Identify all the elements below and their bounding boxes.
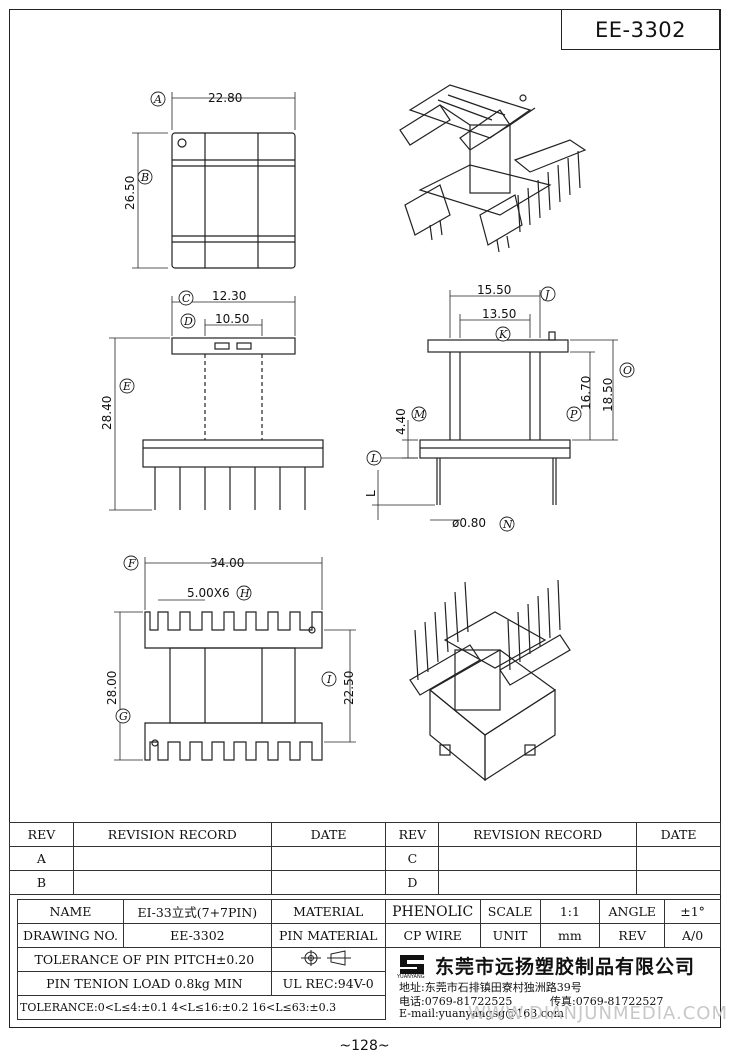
rev-row-date (636, 870, 721, 895)
top-view (132, 92, 296, 269)
rev-row-label: B (9, 870, 74, 895)
sheet-frame (9, 9, 721, 1028)
rev-row-record (438, 870, 638, 895)
projection-symbol-icon (301, 950, 352, 966)
unit-label: UNIT (479, 923, 541, 948)
material-label: MATERIAL (270, 899, 386, 924)
rev-date-header-2: DATE (636, 822, 721, 847)
dim-J-value: 15.50 (477, 283, 511, 297)
company-logo: YUANYANG (397, 952, 427, 980)
company-name: 东莞市远扬塑胶制品有限公司 (435, 956, 696, 978)
company-phone: 电话:0769-81722525 (399, 995, 513, 1008)
rev-header-2: REV (385, 822, 440, 847)
dim-E-value: 28.40 (100, 396, 114, 430)
revision-table: REV REVISION RECORD DATE REV REVISION RE… (9, 822, 721, 895)
callout-K: K (498, 328, 508, 341)
ul-rating: UL REC:94V-0 (270, 971, 386, 996)
rev-row-label: C (385, 846, 440, 871)
company-logo-text: YUANYANG (397, 974, 425, 980)
dim-N-value: ø0.80 (452, 516, 486, 530)
rev-row-label: D (385, 870, 440, 895)
callout-E: E (122, 380, 131, 393)
callout-G: G (119, 710, 128, 723)
callout-N: N (502, 518, 513, 531)
dim-C-value: 12.30 (212, 289, 246, 303)
company-address: 地址:东莞市石排镇田寮村独洲路39号 (399, 981, 582, 994)
scale-value: 1:1 (539, 899, 601, 924)
rev-row-label: A (9, 846, 74, 871)
rev-date-header: DATE (270, 822, 387, 847)
unit-value: mm (539, 923, 601, 948)
dim-K-value: 13.50 (482, 307, 516, 321)
callout-O: O (623, 364, 632, 377)
rev-row-record (72, 846, 272, 871)
bottom-view (114, 557, 356, 761)
page-number: ~128~ (339, 1038, 390, 1054)
iso-view-bottom (409, 579, 571, 782)
company-email: E-mail:yuanyangsg@163.com (399, 1007, 564, 1020)
title-block-table: NAME EI-33立式(7+7PIN) MATERIAL PHENOLIC S… (17, 899, 721, 1020)
dim-H-value: 5.00X6 (187, 586, 230, 600)
callout-M: M (413, 408, 426, 421)
front-view (109, 296, 324, 511)
pin-tension-load: PIN TENION LOAD 0.8kg MIN (17, 971, 272, 996)
rev-header: REV (9, 822, 74, 847)
callout-J: J (543, 288, 550, 301)
rev-record-header: REVISION RECORD (72, 822, 272, 847)
name-label: NAME (17, 899, 124, 924)
angle-label: ANGLE (599, 899, 666, 924)
dim-I-value: 22.50 (342, 671, 356, 705)
dim-B-value: 26.50 (123, 176, 137, 210)
material-value: PHENOLIC (384, 899, 481, 924)
rev-row-date (636, 846, 721, 871)
pin-material-label: PIN MATERIAL (270, 923, 386, 948)
dim-A-value: 22.80 (208, 91, 242, 105)
rev-row-date (270, 846, 387, 871)
callout-A: A (153, 93, 162, 106)
name-value: EI-33立式(7+7PIN) (122, 899, 272, 924)
dim-M-value: 4.40 (394, 408, 408, 435)
pin-pitch-tolerance: TOLERANCE OF PIN PITCH±0.20 (17, 947, 272, 972)
technical-drawing: 22.80 26.50 12.30 10.50 28.40 15.50 13.5… (100, 84, 635, 782)
callout-H: H (239, 587, 250, 600)
company-logo-icon (400, 955, 424, 974)
callout-B: B (140, 171, 149, 184)
dim-G-value: 28.00 (105, 671, 119, 705)
rev-value: A/0 (664, 923, 721, 948)
callout-C: C (182, 292, 191, 305)
side-view (372, 290, 618, 521)
callout-F: F (127, 557, 136, 570)
company-fax: 传真:0769-81722527 (550, 995, 664, 1008)
callout-D: D (183, 315, 193, 328)
angle-value: ±1° (664, 899, 721, 924)
iso-view-top (399, 84, 587, 253)
rev-row-date (270, 870, 387, 895)
drawing-no-label: DRAWING NO. (17, 923, 124, 948)
rev-record-header-2: REVISION RECORD (438, 822, 638, 847)
part-number-title: EE-3302 (561, 9, 720, 50)
callout-I: I (326, 673, 332, 686)
company-block: YUANYANG 东莞市远扬塑胶制品有限公司 地址:东莞市石排镇田寮村独洲路39… (385, 948, 721, 1023)
pin-material-value: CP WIRE (384, 923, 481, 948)
watermark: WWW.DIANJUNMEDIA.COM (468, 1003, 729, 1024)
dim-O-value: 18.50 (601, 378, 615, 412)
dim-F-value: 34.00 (210, 556, 244, 570)
dim-L-value: L (364, 490, 378, 497)
rev-label: REV (599, 923, 666, 948)
drawing-no-value: EE-3302 (122, 923, 272, 948)
scale-label: SCALE (479, 899, 541, 924)
projection-symbol (270, 947, 386, 972)
rev-row-record (438, 846, 638, 871)
dim-P-value: 16.70 (579, 376, 593, 410)
dim-D-value: 10.50 (215, 312, 249, 326)
callout-P: P (569, 408, 578, 421)
rev-row-record (72, 870, 272, 895)
length-tolerance: TOLERANCE:0<L≤4:±0.1 4<L≤16:±0.2 16<L≤63… (17, 995, 386, 1020)
callout-L: L (370, 452, 378, 465)
